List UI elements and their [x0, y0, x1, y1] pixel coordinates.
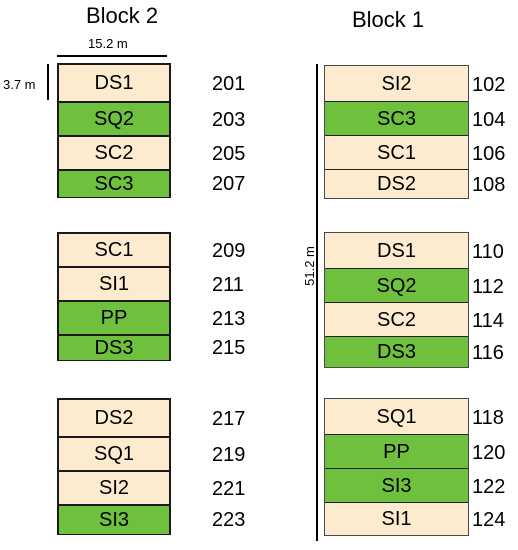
- plot-number: 217: [212, 408, 246, 430]
- plot-treatment-label: DS1: [94, 72, 134, 94]
- plot-treatment-label: SI3: [98, 509, 130, 531]
- plot-treatment-label: SC2: [94, 142, 134, 164]
- plot-number: 205: [212, 143, 246, 165]
- plot-treatment-label: DS1: [377, 239, 416, 262]
- plot-treatment-label: SC3: [377, 107, 416, 130]
- plot-treatment-label: SI2: [98, 477, 130, 499]
- plot-number: 215: [212, 337, 246, 359]
- plot-number: 211: [212, 274, 244, 296]
- plot-treatment-label: PP: [100, 307, 128, 329]
- plot-116: DS3: [325, 337, 468, 367]
- plot-number: 120: [472, 442, 506, 464]
- plot-207: SC3: [59, 171, 169, 197]
- plot-112: SQ2: [325, 269, 468, 303]
- plot-114: SC2: [325, 303, 468, 337]
- plot-108: DS2: [325, 170, 468, 198]
- block-length-label: 51.2 m: [302, 246, 317, 286]
- plot-height-label: 3.7 m: [3, 77, 36, 92]
- plot-number: 114: [472, 310, 504, 332]
- plot-treatment-label: SI3: [381, 474, 412, 497]
- plot-215: DS3: [59, 336, 169, 360]
- plot-treatment-label: SQ2: [93, 108, 135, 130]
- plot-width-label: 15.2 m: [88, 36, 128, 51]
- plot-treatment-label: DS2: [377, 173, 416, 195]
- plot-treatment-label: SI2: [381, 72, 412, 95]
- plot-number: 213: [212, 308, 246, 330]
- plot-205: SC2: [59, 137, 169, 171]
- plot-number: 209: [212, 240, 246, 262]
- plot-treatment-label: PP: [383, 440, 410, 463]
- plot-209: SC1: [59, 234, 169, 268]
- plot-217: DS2: [59, 400, 169, 438]
- plot-213: PP: [59, 302, 169, 336]
- plot-120: PP: [325, 435, 468, 469]
- plot-124: SI1: [325, 503, 468, 535]
- plot-number: 112: [472, 276, 504, 298]
- plot-width-bar: [57, 55, 167, 57]
- plot-223: SI3: [59, 506, 169, 534]
- plot-104: SC3: [325, 102, 468, 136]
- plot-number: 223: [212, 509, 246, 531]
- plot-number: 219: [212, 444, 246, 466]
- plot-treatment-label: SQ1: [93, 443, 135, 465]
- plot-102: SI2: [325, 66, 468, 102]
- plot-219: SQ1: [59, 438, 169, 472]
- plot-treatment-label: DS2: [94, 407, 134, 429]
- plot-number: 104: [472, 109, 506, 131]
- plot-122: SI3: [325, 469, 468, 503]
- plot-number: 102: [472, 74, 506, 96]
- plot-treatment-label: SC2: [377, 308, 416, 331]
- plot-number: 116: [472, 342, 504, 364]
- plot-treatment-label: DS3: [377, 341, 416, 363]
- plot-number: 203: [212, 109, 246, 131]
- plot-number: 118: [472, 407, 504, 429]
- plot-treatment-label: SQ2: [376, 274, 417, 297]
- plot-treatment-label: SQ1: [376, 405, 417, 428]
- plot-treatment-label: SC1: [377, 141, 416, 164]
- plot-106: SC1: [325, 136, 468, 170]
- plot-203: SQ2: [59, 103, 169, 137]
- plot-treatment-label: SC3: [94, 173, 134, 195]
- block-2-title: Block 2: [86, 3, 159, 28]
- plot-treatment-label: SI1: [98, 273, 130, 295]
- plot-201: DS1: [59, 65, 169, 103]
- plot-110: DS1: [325, 233, 468, 269]
- block-length-bar: [316, 64, 318, 541]
- plot-211: SI1: [59, 268, 169, 302]
- plot-number: 106: [472, 143, 506, 165]
- plot-treatment-label: SC1: [94, 239, 134, 261]
- plot-118: SQ1: [325, 399, 468, 435]
- plot-221: SI2: [59, 472, 169, 506]
- block-1-title: Block 1: [352, 7, 425, 32]
- plot-number: 221: [212, 478, 246, 500]
- plot-number: 122: [472, 476, 506, 498]
- plot-number: 207: [212, 173, 246, 195]
- plot-treatment-label: SI1: [381, 508, 412, 530]
- plot-number: 108: [472, 174, 506, 196]
- plot-height-bar: [47, 64, 49, 100]
- plot-number: 201: [212, 73, 246, 95]
- plot-number: 124: [472, 509, 506, 531]
- plot-number: 110: [472, 241, 504, 263]
- plot-treatment-label: DS3: [94, 337, 134, 359]
